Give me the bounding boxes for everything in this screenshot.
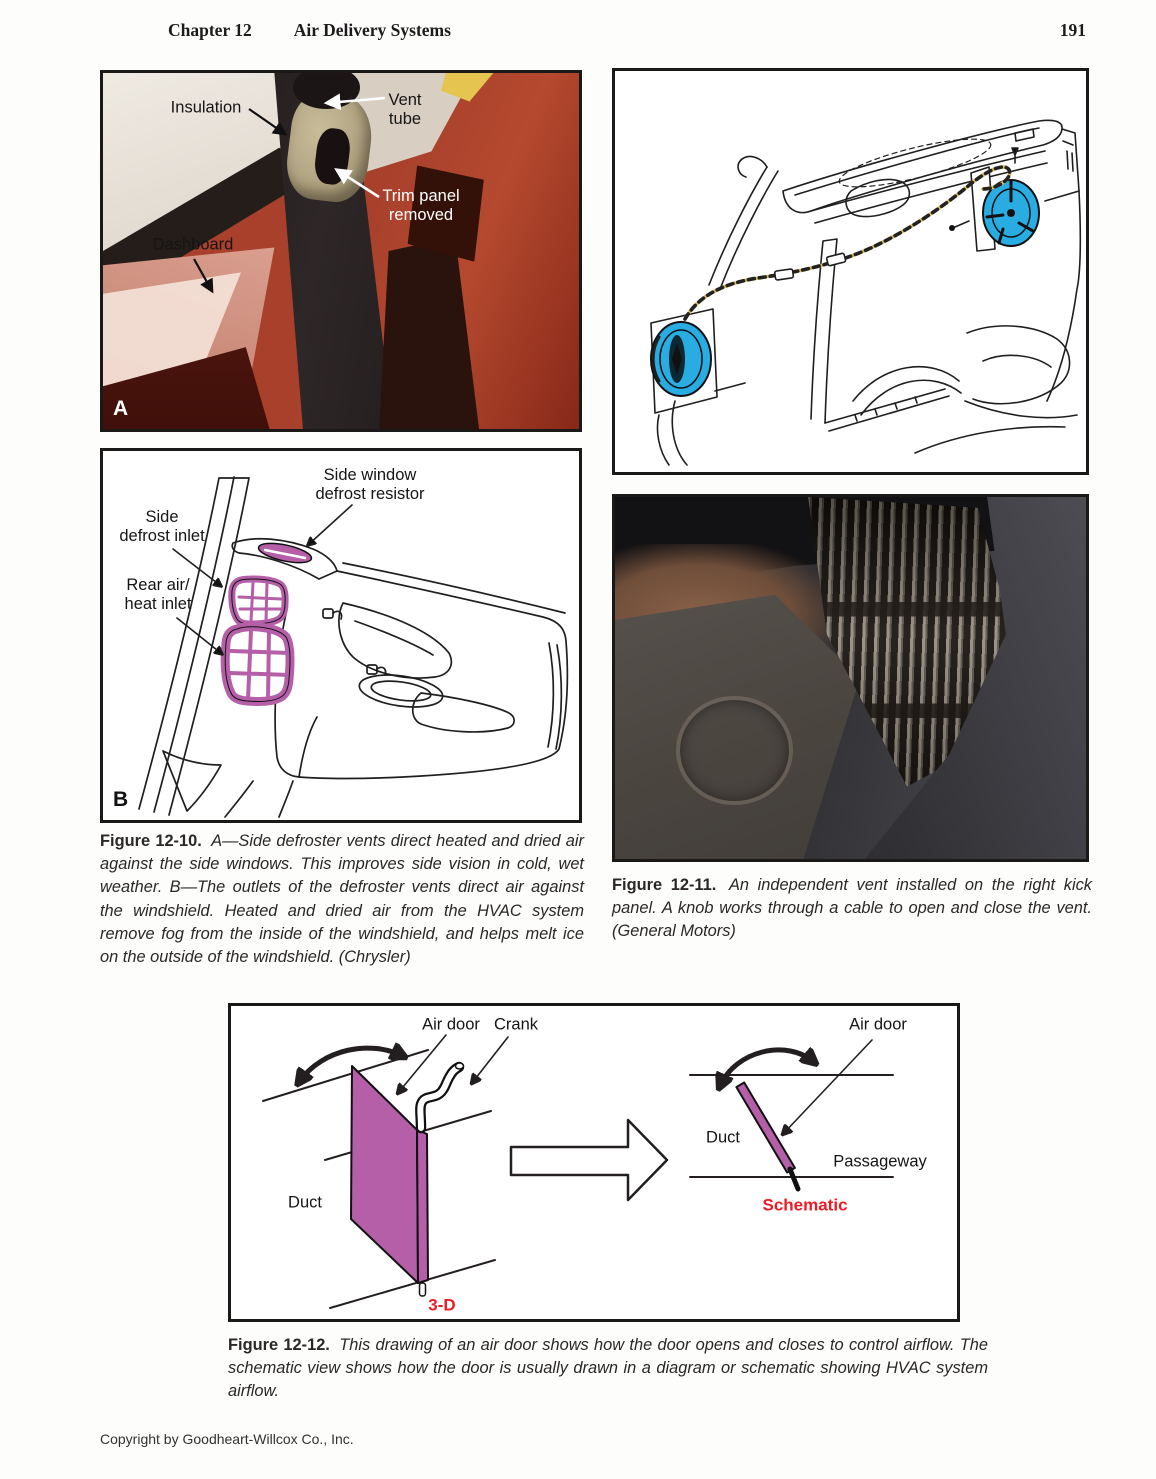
label-crank: Crank	[493, 1015, 539, 1034]
chapter-title: Air Delivery Systems	[293, 20, 451, 40]
running-head: Chapter 12 Air Delivery Systems 191	[168, 20, 1086, 41]
caption-12-10-text: A—Side defroster vents direct heated and…	[100, 832, 584, 967]
figure-12-12-diagram: Air door Crank Duct 3-D Air door Duct Pa…	[228, 1003, 960, 1322]
label-air-door-3d: Air door	[422, 1015, 480, 1034]
figure-12-10-photo-a: Insulation Vent tube Trim panel removed …	[100, 70, 582, 432]
caption-figure-12-12: Figure 12-12. This drawing of an air doo…	[228, 1334, 988, 1404]
caption-12-11-text: An independent vent installed on the rig…	[612, 876, 1092, 941]
caption-12-11-number: Figure 12-11.	[612, 876, 717, 894]
photo-embossed-circle	[676, 696, 793, 806]
air-door-diagram-art	[262, 1034, 894, 1309]
photo-dark-hole	[407, 165, 484, 262]
caption-figure-12-10: Figure 12-10. A—Side defroster vents dir…	[100, 830, 584, 969]
caption-figure-12-11: Figure 12-11. An independent vent instal…	[612, 874, 1092, 944]
caption-12-12-number: Figure 12-12.	[228, 1336, 330, 1354]
chapter-number: Chapter 12	[168, 20, 252, 40]
vent-cable-drawing	[650, 119, 1082, 466]
page-number: 191	[1059, 20, 1086, 40]
label-duct-3d: Duct	[288, 1193, 322, 1212]
label-view-3d: 3-D	[428, 1295, 456, 1315]
figure-12-11-photo	[612, 494, 1089, 862]
figure-12-11-drawing	[612, 68, 1089, 475]
panel-letter-b: B	[113, 788, 129, 811]
label-air-door-schematic: Air door	[849, 1015, 907, 1034]
copyright-line: Copyright by Goodheart-Willcox Co., Inc.	[100, 1431, 354, 1447]
label-trim-panel: Trim panel removed	[382, 187, 460, 224]
caption-12-12-text: This drawing of an air door shows how th…	[228, 1336, 988, 1401]
label-vent-tube: Vent tube	[388, 91, 422, 128]
door-vent-drawing	[138, 476, 569, 818]
label-insulation: Insulation	[170, 98, 242, 117]
label-rear-air-inlet: Rear air/ heat inlet	[124, 576, 192, 613]
label-side-defrost-inlet: Side defrost inlet	[119, 508, 205, 545]
caption-12-10-number: Figure 12-10.	[100, 832, 202, 850]
label-passageway: Passageway	[833, 1152, 927, 1171]
photo-insulation-opening	[311, 127, 353, 187]
label-view-schematic: Schematic	[762, 1195, 848, 1215]
photo-vent-tube	[293, 73, 361, 109]
label-defrost-resistor: Side window defrost resistor	[315, 466, 425, 503]
panel-letter-a: A	[113, 397, 129, 420]
figure-12-10-drawing-b: Side window defrost resistor Side defros…	[100, 448, 582, 823]
label-dashboard: Dashboard	[152, 235, 234, 254]
label-duct-schematic: Duct	[706, 1128, 740, 1147]
